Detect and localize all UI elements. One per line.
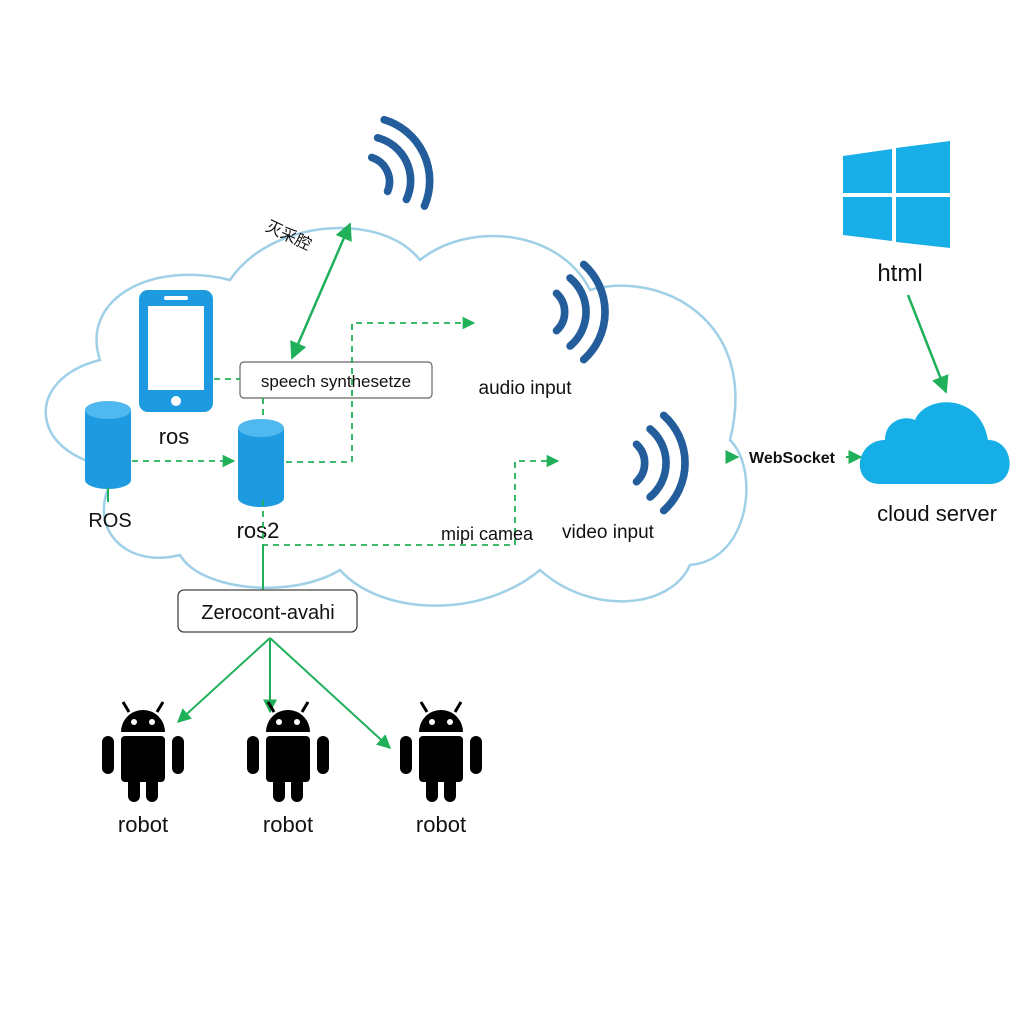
robot-android-icon bbox=[245, 700, 331, 804]
robot-label: robot bbox=[416, 812, 466, 837]
audio-input-signal-icon bbox=[557, 264, 606, 359]
wireless-link-arrow bbox=[290, 222, 352, 360]
wireless-label: 灭采腔 bbox=[263, 217, 314, 254]
network-cloud bbox=[44, 226, 748, 607]
robot-label: robot bbox=[118, 812, 168, 837]
robot-links bbox=[176, 637, 392, 749]
html-to-cloud-arrow bbox=[906, 294, 949, 394]
windows-logo-icon bbox=[843, 141, 950, 248]
wireless-signal-icon bbox=[360, 111, 444, 218]
dashed-links bbox=[132, 316, 560, 546]
cloud-server-label: cloud server bbox=[877, 501, 997, 526]
speech-synthesizer-box bbox=[239, 361, 433, 399]
robot-android-icon bbox=[100, 700, 186, 804]
zeroconf-avahi-box bbox=[177, 589, 358, 633]
audio-input-label: audio input bbox=[479, 378, 573, 399]
robot-label: robot bbox=[263, 812, 313, 837]
phone-icon bbox=[139, 290, 213, 412]
zeroconf-avahi-label: Zerocont-avahi bbox=[201, 602, 334, 624]
video-input-signal-icon bbox=[637, 415, 686, 510]
video-input-label: video input bbox=[562, 522, 655, 543]
ros-database-icon bbox=[85, 401, 131, 489]
robot-android-icon bbox=[398, 700, 484, 804]
html-label: html bbox=[877, 260, 922, 287]
speech-synthesizer-label: speech synthesetze bbox=[261, 372, 411, 391]
ros2-database-label: ros2 bbox=[237, 518, 280, 543]
phone-label: ros bbox=[159, 424, 190, 449]
ros2-database-icon bbox=[238, 419, 284, 507]
cloud-server-icon bbox=[859, 402, 1010, 484]
mipi-camera-label: mipi camea bbox=[441, 524, 534, 544]
websocket-label: WebSocket bbox=[749, 450, 836, 467]
ros-database-label: ROS bbox=[88, 510, 131, 532]
